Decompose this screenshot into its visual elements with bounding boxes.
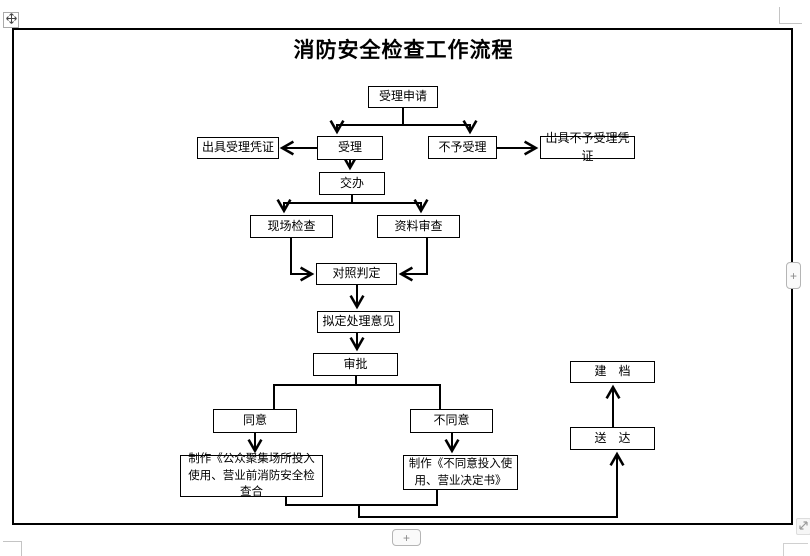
node-filing[interactable]: 建 档: [570, 361, 655, 383]
node-disagree[interactable]: 不同意: [410, 409, 493, 433]
node-document-review[interactable]: 资料审查: [377, 215, 460, 238]
crop-mark-bottom-right: [783, 543, 808, 556]
node-delivery[interactable]: 送 达: [570, 427, 655, 450]
node-onsite-inspection[interactable]: 现场检查: [250, 215, 333, 238]
node-agree[interactable]: 同意: [213, 409, 297, 433]
node-reject[interactable]: 不予受理: [428, 136, 497, 159]
node-comparison-judgment[interactable]: 对照判定: [316, 263, 397, 285]
canvas-expand-bottom-button[interactable]: +: [392, 529, 421, 546]
node-make-pass-certificate[interactable]: 制作《公众聚集场所投入使用、营业前消防安全检查合: [180, 453, 323, 498]
crop-mark-bottom-left: [3, 541, 22, 556]
node-issue-rejection-receipt[interactable]: 出具不予受理凭证: [540, 131, 635, 163]
canvas-expand-right-button[interactable]: +: [786, 262, 801, 289]
crop-mark-top-right: [779, 7, 802, 24]
node-accept-application[interactable]: 受理申请: [368, 86, 438, 108]
node-approval[interactable]: 审批: [313, 353, 398, 376]
canvas-resize-handle[interactable]: [796, 518, 810, 535]
four-way-move-icon: [5, 11, 17, 29]
node-draft-opinion[interactable]: 拟定处理意见: [317, 311, 400, 333]
flowchart-title[interactable]: 消防安全检查工作流程: [293, 39, 514, 62]
node-accept[interactable]: 受理: [317, 136, 383, 160]
canvas-move-handle[interactable]: [3, 12, 19, 28]
node-issue-acceptance-receipt[interactable]: 出具受理凭证: [197, 137, 279, 159]
node-make-rejection-decision[interactable]: 制作《不同意投入使用、营业决定书》: [403, 455, 518, 490]
diagonal-resize-icon: [798, 518, 809, 536]
node-assign[interactable]: 交办: [319, 172, 385, 195]
